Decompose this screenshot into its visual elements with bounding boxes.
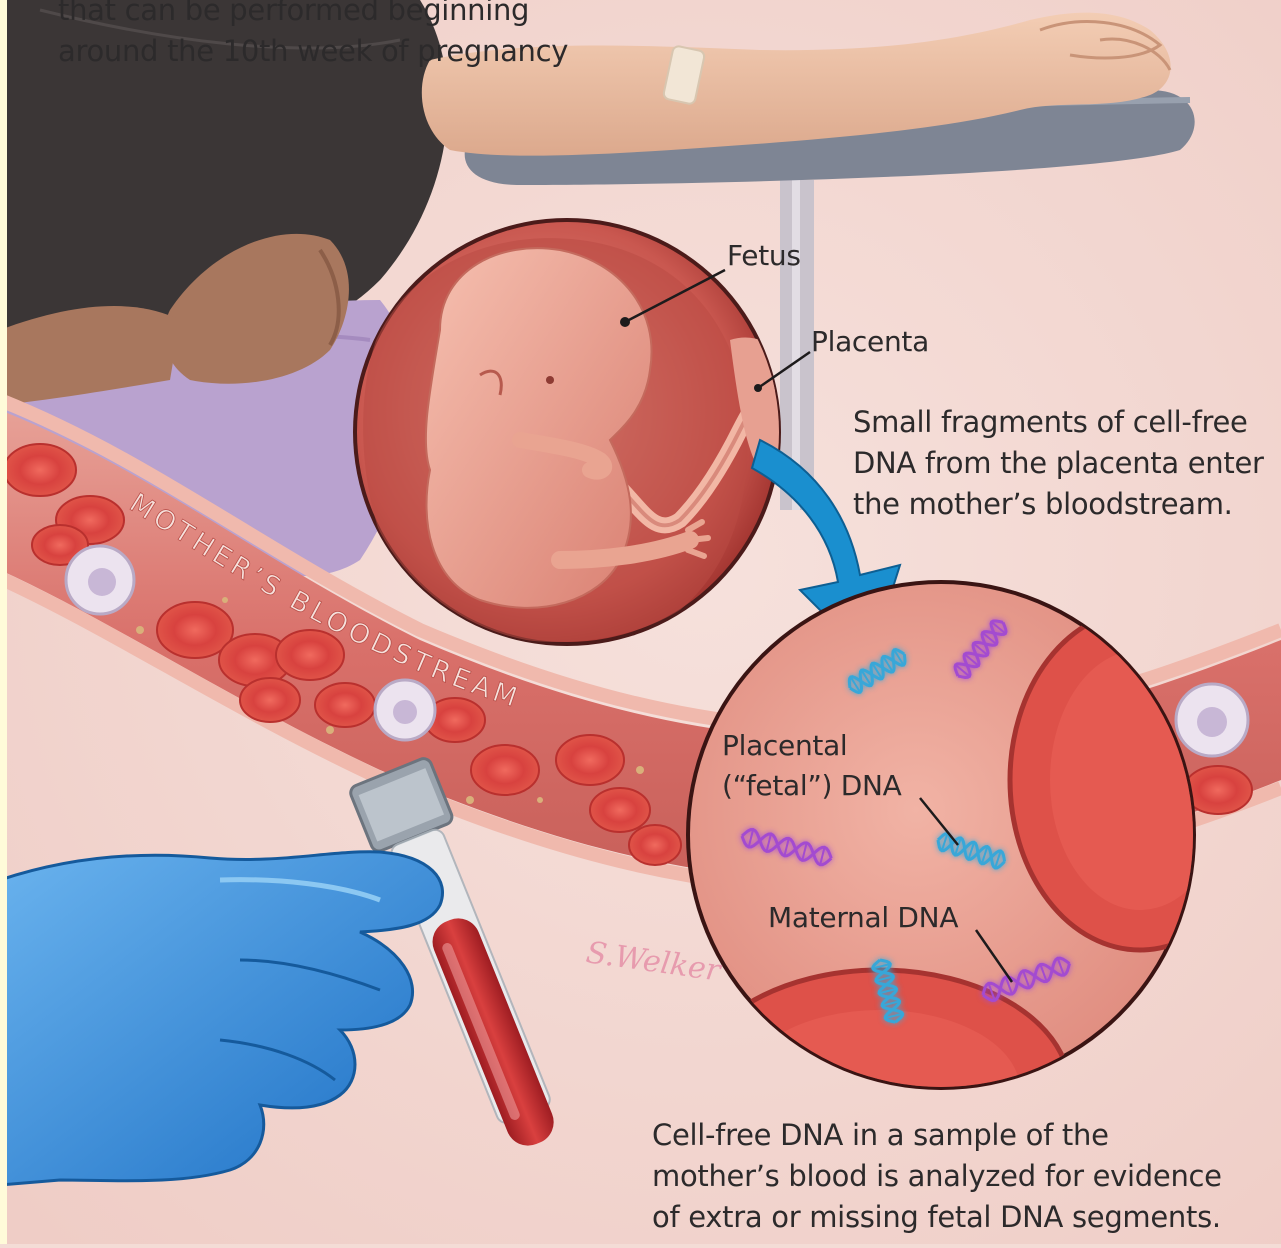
fetus-label: Fetus [727,236,801,276]
caption-line: mother’s blood is analyzed for evidence [652,1156,1222,1197]
placenta-label: Placenta [811,322,929,362]
intro-text: that can be performed beginning around t… [58,0,568,72]
intro-line: that can be performed beginning [58,0,568,31]
caption-line: of extra or missing fetal DNA segments. [652,1197,1222,1238]
caption-line: Cell-free DNA in a sample of the [652,1115,1222,1156]
intro-line: around the 10th week of pregnancy [58,31,568,72]
placental-dna-label: Placental (“fetal”) DNA [722,726,902,806]
caption-line: DNA from the placenta enter [853,443,1264,484]
caption-line: Small fragments of cell-free [853,402,1264,443]
placental-dna-label-line: (“fetal”) DNA [722,766,902,806]
page-edge [0,0,7,1244]
placental-dna-label-line: Placental [722,726,902,766]
maternal-dna-label: Maternal DNA [768,898,958,938]
sample-caption: Cell-free DNA in a sample of the mother’… [652,1115,1222,1238]
placenta-caption: Small fragments of cell-free DNA from th… [853,402,1264,525]
caption-line: the mother’s bloodstream. [853,484,1264,525]
